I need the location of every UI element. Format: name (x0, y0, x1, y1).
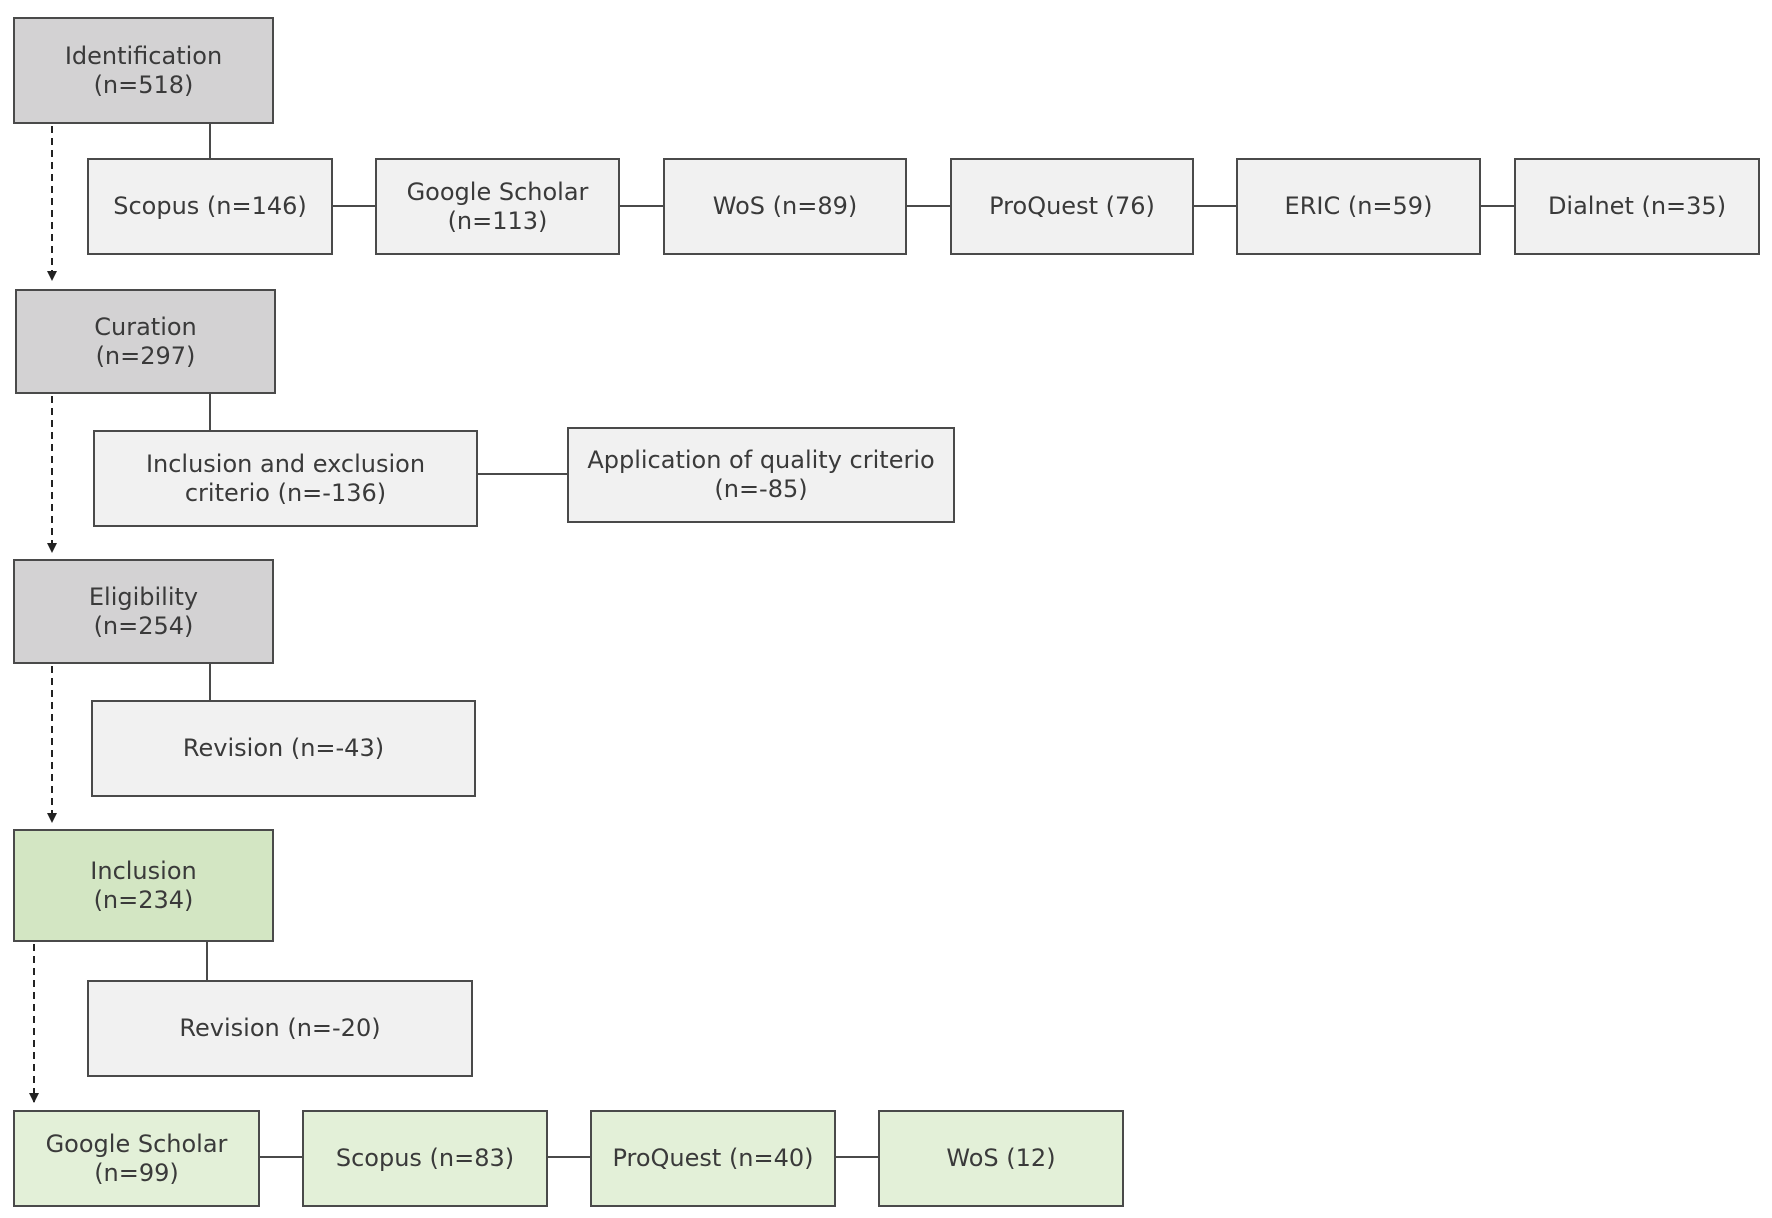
eligibility-revision: Revision (n=-43) (91, 700, 476, 797)
stage-count: (n=254) (93, 611, 194, 640)
source-proquest: ProQuest (76) (950, 158, 1194, 255)
final-label: Scopus (n=83) (335, 1144, 515, 1172)
final-google-scholar: Google Scholar(n=99) (13, 1110, 260, 1207)
source-label: Dialnet (n=35) (1547, 192, 1727, 220)
curation-quality-criterio: Application of quality criterio(n=-85) (567, 427, 955, 523)
inclusion-revision: Revision (n=-20) (87, 980, 473, 1077)
source-label: WoS (n=89) (712, 192, 858, 220)
final-label: WoS (12) (946, 1144, 1056, 1172)
source-dialnet: Dialnet (n=35) (1514, 158, 1760, 255)
final-count: (n=99) (94, 1158, 179, 1187)
stage-eligibility: Eligibility(n=254) (13, 559, 274, 664)
stage-label: Eligibility (88, 582, 199, 611)
source-label: ERIC (n=59) (1284, 192, 1433, 220)
stage-identification: Identification(n=518) (13, 17, 274, 124)
final-scopus: Scopus (n=83) (302, 1110, 548, 1207)
stage-label: Curation (94, 312, 197, 341)
step-count: (n=-85) (714, 475, 808, 503)
final-proquest: ProQuest (n=40) (590, 1110, 836, 1207)
stage-count: (n=297) (95, 341, 196, 370)
source-scopus: Scopus (n=146) (87, 158, 333, 255)
source-label: ProQuest (76) (989, 192, 1155, 220)
final-label: Google Scholar (45, 1129, 228, 1158)
step-label: Revision (n=-43) (182, 734, 385, 762)
stage-label: Identification (64, 41, 223, 70)
step-label: Revision (n=-20) (179, 1014, 381, 1042)
step-label: Application of quality criterio (587, 446, 935, 474)
stage-count: (n=234) (93, 885, 194, 914)
source-count: (n=113) (447, 206, 548, 235)
stage-count: (n=518) (93, 70, 194, 99)
source-label: Google Scholar (406, 177, 589, 206)
step-count: criterio (n=-136) (184, 478, 387, 507)
source-wos: WoS (n=89) (663, 158, 907, 255)
final-wos: WoS (12) (878, 1110, 1124, 1207)
stage-label: Inclusion (90, 856, 197, 885)
source-google-scholar: Google Scholar(n=113) (375, 158, 620, 255)
stage-curation: Curation(n=297) (15, 289, 276, 394)
stage-inclusion: Inclusion(n=234) (13, 829, 274, 942)
source-label: Scopus (n=146) (113, 192, 307, 220)
final-label: ProQuest (n=40) (612, 1144, 814, 1172)
source-eric: ERIC (n=59) (1236, 158, 1481, 255)
step-label: Inclusion and exclusion (145, 449, 426, 478)
